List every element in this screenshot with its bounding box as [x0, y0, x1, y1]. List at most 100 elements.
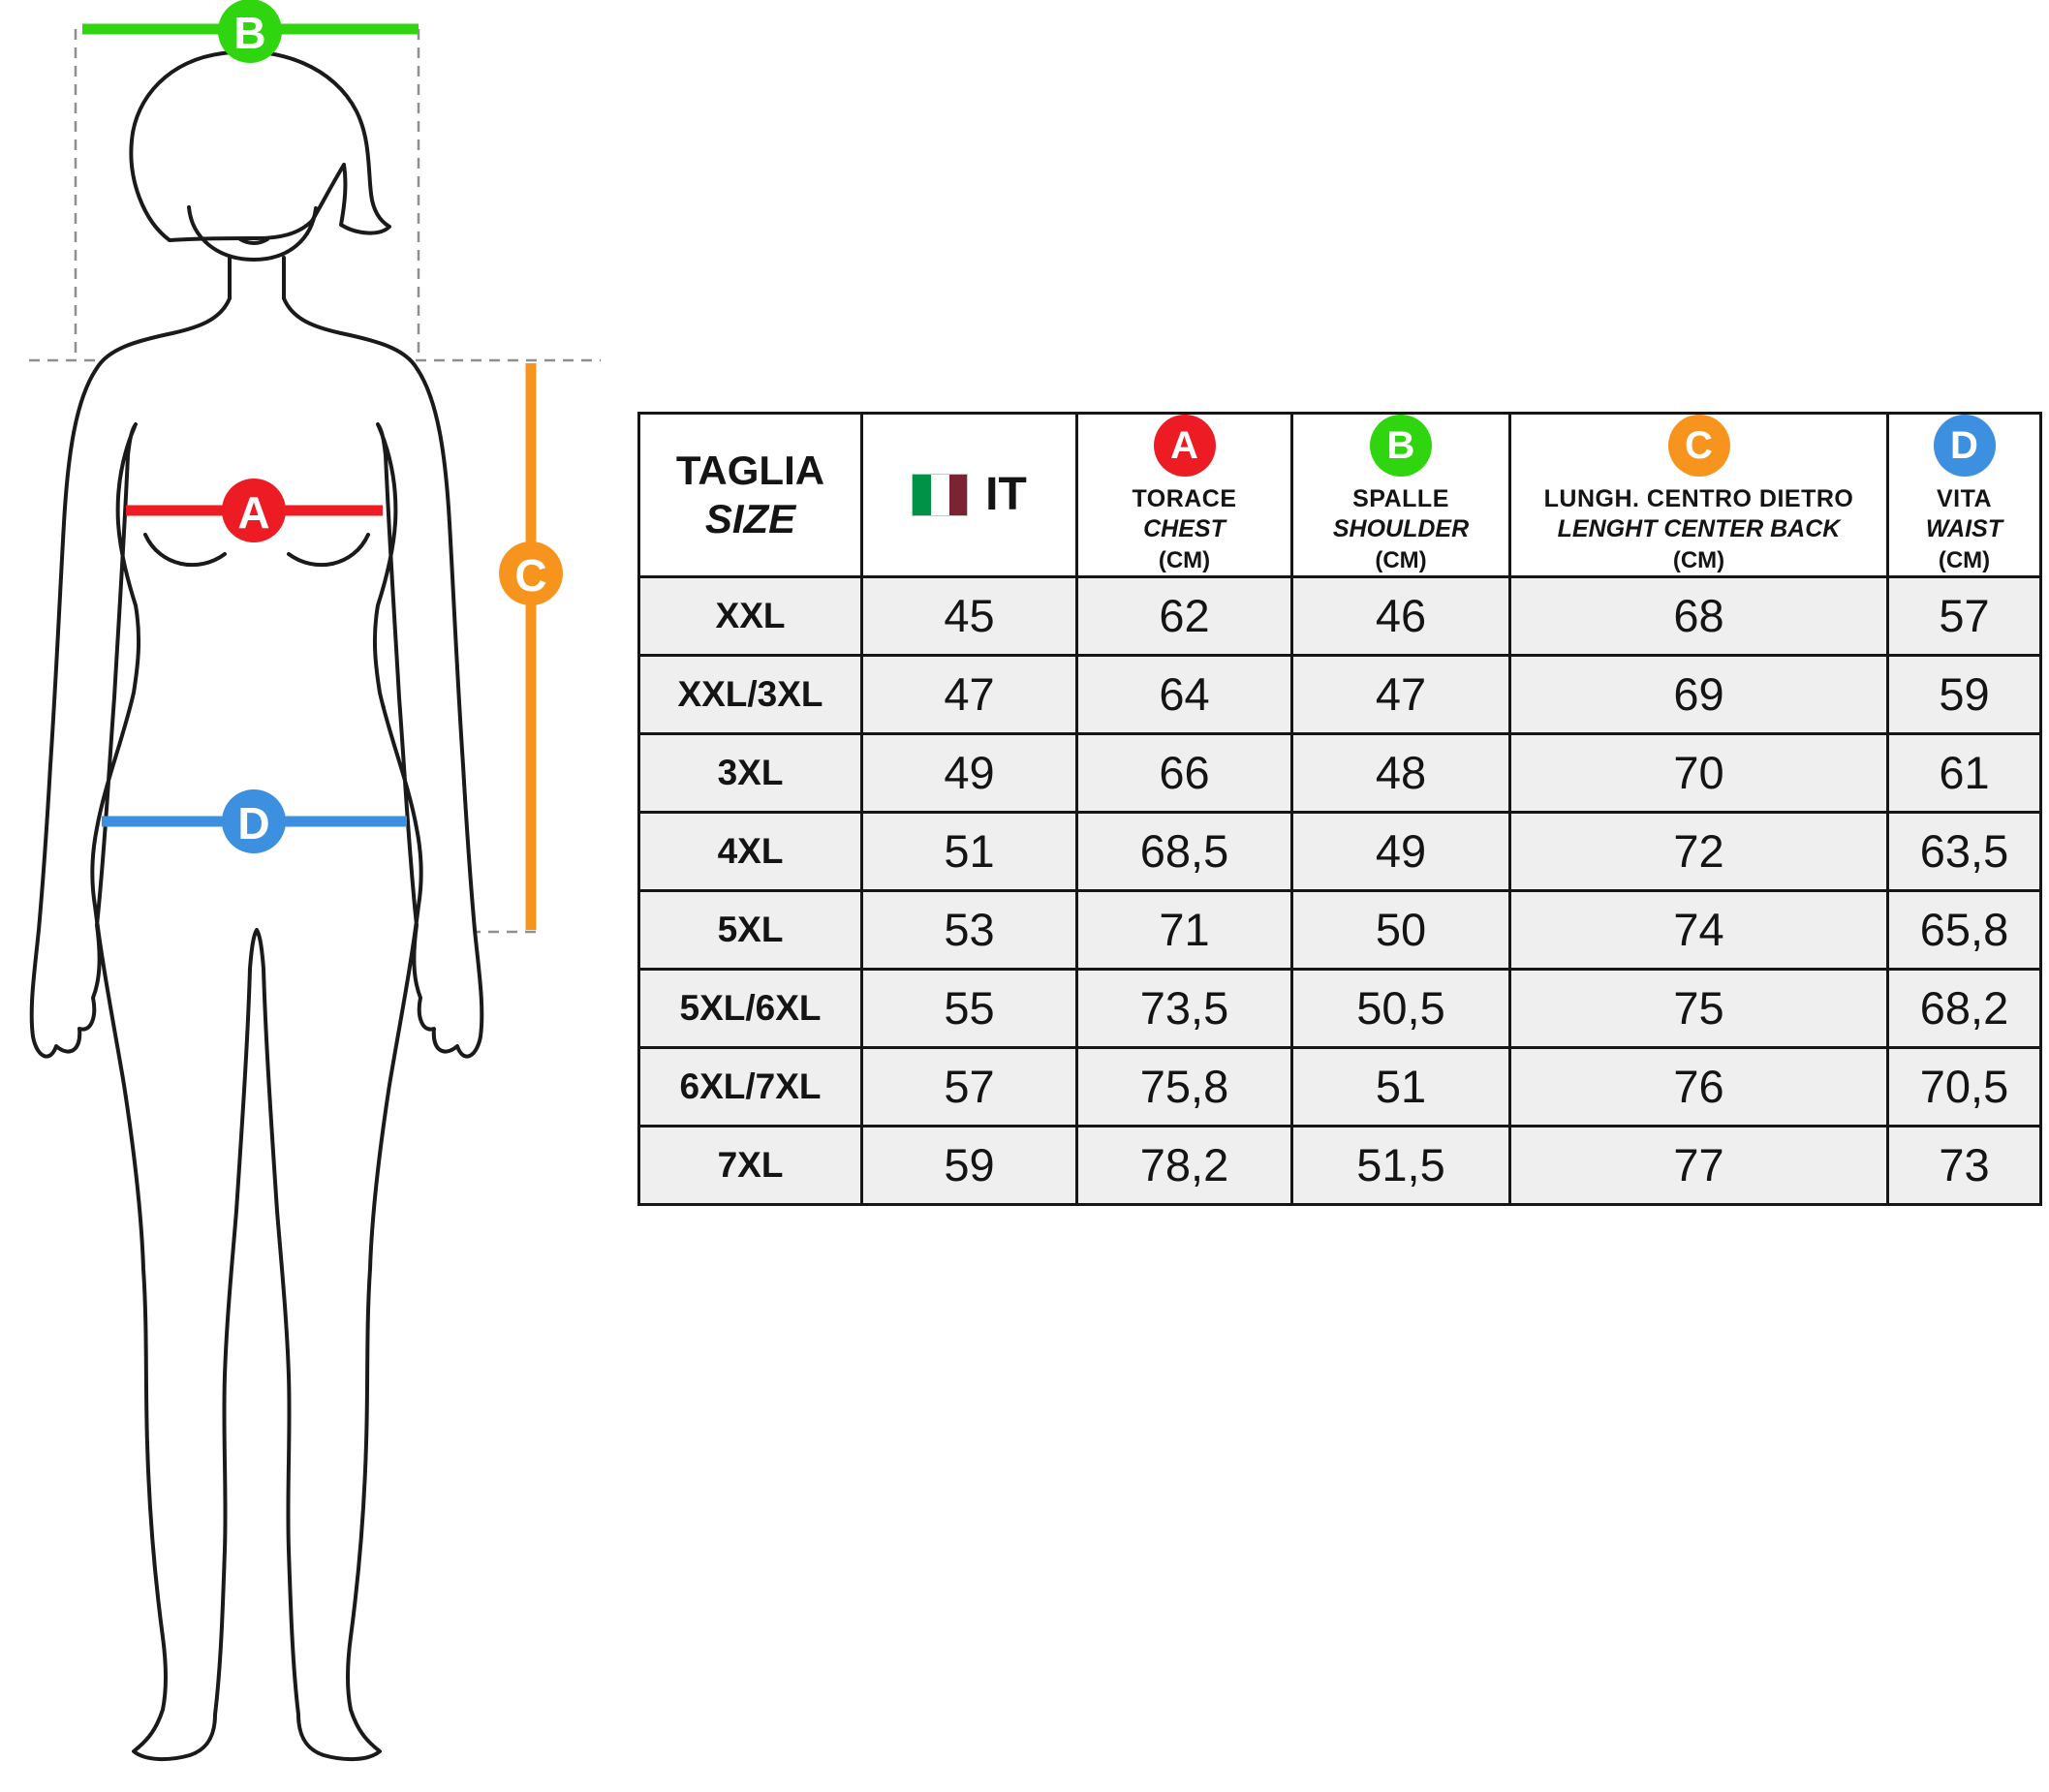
size-label: 5XL — [637, 888, 863, 971]
value-shoulder: 50,5 — [1290, 967, 1511, 1049]
chest-unit: (CM) — [1158, 546, 1211, 573]
value-chest: 75,8 — [1075, 1045, 1293, 1128]
size-label: XXL/3XL — [637, 653, 863, 735]
marker-c-letter: C — [1685, 423, 1713, 467]
table-row: 4XL 51 68,5 49 72 63,5 — [637, 810, 2042, 892]
size-label: 3XL — [637, 731, 863, 814]
value-it: 53 — [860, 888, 1078, 971]
mouth-line — [238, 237, 269, 245]
marker-a-letter: A — [1170, 423, 1198, 467]
table-row: XXL/3XL 47 64 47 69 59 — [637, 653, 2042, 735]
waist-label-en: WAIST — [1925, 515, 2003, 543]
chest-label-en: CHEST — [1143, 515, 1226, 543]
measure-line-d: D — [102, 789, 407, 853]
value-center-back: 77 — [1508, 1124, 1889, 1206]
table-row: 6XL/7XL 57 75,8 51 76 70,5 — [637, 1045, 2042, 1128]
value-it: 49 — [860, 731, 1078, 814]
header-size-it: TAGLIA — [675, 448, 825, 494]
marker-c-badge: C — [1667, 415, 1730, 477]
size-label: 6XL/7XL — [637, 1045, 863, 1128]
size-table: TAGLIA SIZE IT A TORACE CHEST (CM) B — [637, 412, 2042, 1206]
marker-b-badge: B — [1370, 415, 1432, 477]
value-center-back: 72 — [1508, 810, 1889, 892]
marker-a-badge — [222, 479, 286, 542]
value-shoulder: 49 — [1290, 810, 1511, 892]
value-waist: 61 — [1886, 731, 2042, 814]
table-row: XXL 45 62 46 68 57 — [637, 574, 2042, 657]
value-it: 59 — [860, 1124, 1078, 1206]
value-chest: 73,5 — [1075, 967, 1293, 1049]
value-center-back: 75 — [1508, 967, 1889, 1049]
marker-b-badge — [218, 0, 282, 63]
value-it: 57 — [860, 1045, 1078, 1128]
value-center-back: 69 — [1508, 653, 1889, 735]
value-waist: 57 — [1886, 574, 2042, 657]
table-row: 5XL/6XL 55 73,5 50,5 75 68,2 — [637, 967, 2042, 1049]
center-back-unit: (CM) — [1672, 546, 1725, 573]
marker-a-badge: A — [1153, 415, 1216, 477]
measure-line-a: A — [126, 479, 383, 542]
value-shoulder: 51 — [1290, 1045, 1511, 1128]
marker-a-letter: A — [237, 487, 269, 538]
value-it: 55 — [860, 967, 1078, 1049]
value-shoulder: 46 — [1290, 574, 1511, 657]
italy-flag-icon — [912, 473, 969, 516]
value-waist: 73 — [1886, 1124, 2042, 1206]
value-waist: 65,8 — [1886, 888, 2042, 971]
marker-b-letter: B — [233, 8, 265, 58]
header-waist: D VITA WAIST (CM) — [1886, 412, 2042, 578]
value-chest: 68,5 — [1075, 810, 1293, 892]
bust-right-curve — [287, 533, 370, 568]
marker-d-letter: D — [237, 798, 269, 849]
face-outline — [187, 205, 318, 262]
bust-left-curve — [143, 533, 227, 568]
header-size: TAGLIA SIZE — [637, 412, 863, 578]
marker-d-badge — [222, 789, 286, 853]
value-shoulder: 47 — [1290, 653, 1511, 735]
table-row: 7XL 59 78,2 51,5 77 73 — [637, 1124, 2042, 1206]
value-it: 47 — [860, 653, 1078, 735]
center-back-label-en: LENGHT CENTER BACK — [1557, 515, 1841, 543]
marker-b-letter: B — [1386, 423, 1415, 467]
waist-label-it: VITA — [1936, 485, 1993, 512]
table-header-row: TAGLIA SIZE IT A TORACE CHEST (CM) B — [637, 412, 2042, 578]
marker-d-letter: D — [1950, 423, 1978, 467]
value-center-back: 68 — [1508, 574, 1889, 657]
hair-outline — [129, 49, 391, 242]
header-country: IT — [860, 412, 1078, 578]
waist-unit: (CM) — [1938, 546, 1991, 573]
value-chest: 62 — [1075, 574, 1293, 657]
body-outline — [29, 296, 484, 1762]
header-chest: A TORACE CHEST (CM) — [1075, 412, 1293, 578]
shoulder-label-it: SPALLE — [1352, 485, 1449, 512]
header-shoulder: B SPALLE SHOULDER (CM) — [1290, 412, 1511, 578]
value-chest: 66 — [1075, 731, 1293, 814]
value-it: 51 — [860, 810, 1078, 892]
marker-c-badge — [499, 541, 563, 605]
marker-c-letter: C — [514, 550, 546, 601]
value-shoulder: 50 — [1290, 888, 1511, 971]
size-label: 5XL/6XL — [637, 967, 863, 1049]
value-chest: 64 — [1075, 653, 1293, 735]
header-size-en: SIZE — [704, 495, 796, 541]
value-waist: 63,5 — [1886, 810, 2042, 892]
value-center-back: 76 — [1508, 1045, 1889, 1128]
shoulder-label-en: SHOULDER — [1332, 515, 1470, 543]
header-center-back: C LUNGH. CENTRO DIETRO LENGHT CENTER BAC… — [1508, 412, 1889, 578]
value-it: 45 — [860, 574, 1078, 657]
center-back-label-it: LUNGH. CENTRO DIETRO — [1543, 485, 1854, 512]
value-shoulder: 48 — [1290, 731, 1511, 814]
value-center-back: 70 — [1508, 731, 1889, 814]
value-center-back: 74 — [1508, 888, 1889, 971]
marker-d-badge: D — [1933, 415, 1996, 477]
value-shoulder: 51,5 — [1290, 1124, 1511, 1206]
country-code-label: IT — [985, 469, 1027, 521]
size-label: 4XL — [637, 810, 863, 892]
measure-line-b: B — [82, 0, 419, 63]
value-chest: 71 — [1075, 888, 1293, 971]
value-waist: 59 — [1886, 653, 2042, 735]
measure-line-c: C — [499, 363, 563, 930]
value-chest: 78,2 — [1075, 1124, 1293, 1206]
body-measurement-figure: B A C D — [29, 0, 601, 1762]
